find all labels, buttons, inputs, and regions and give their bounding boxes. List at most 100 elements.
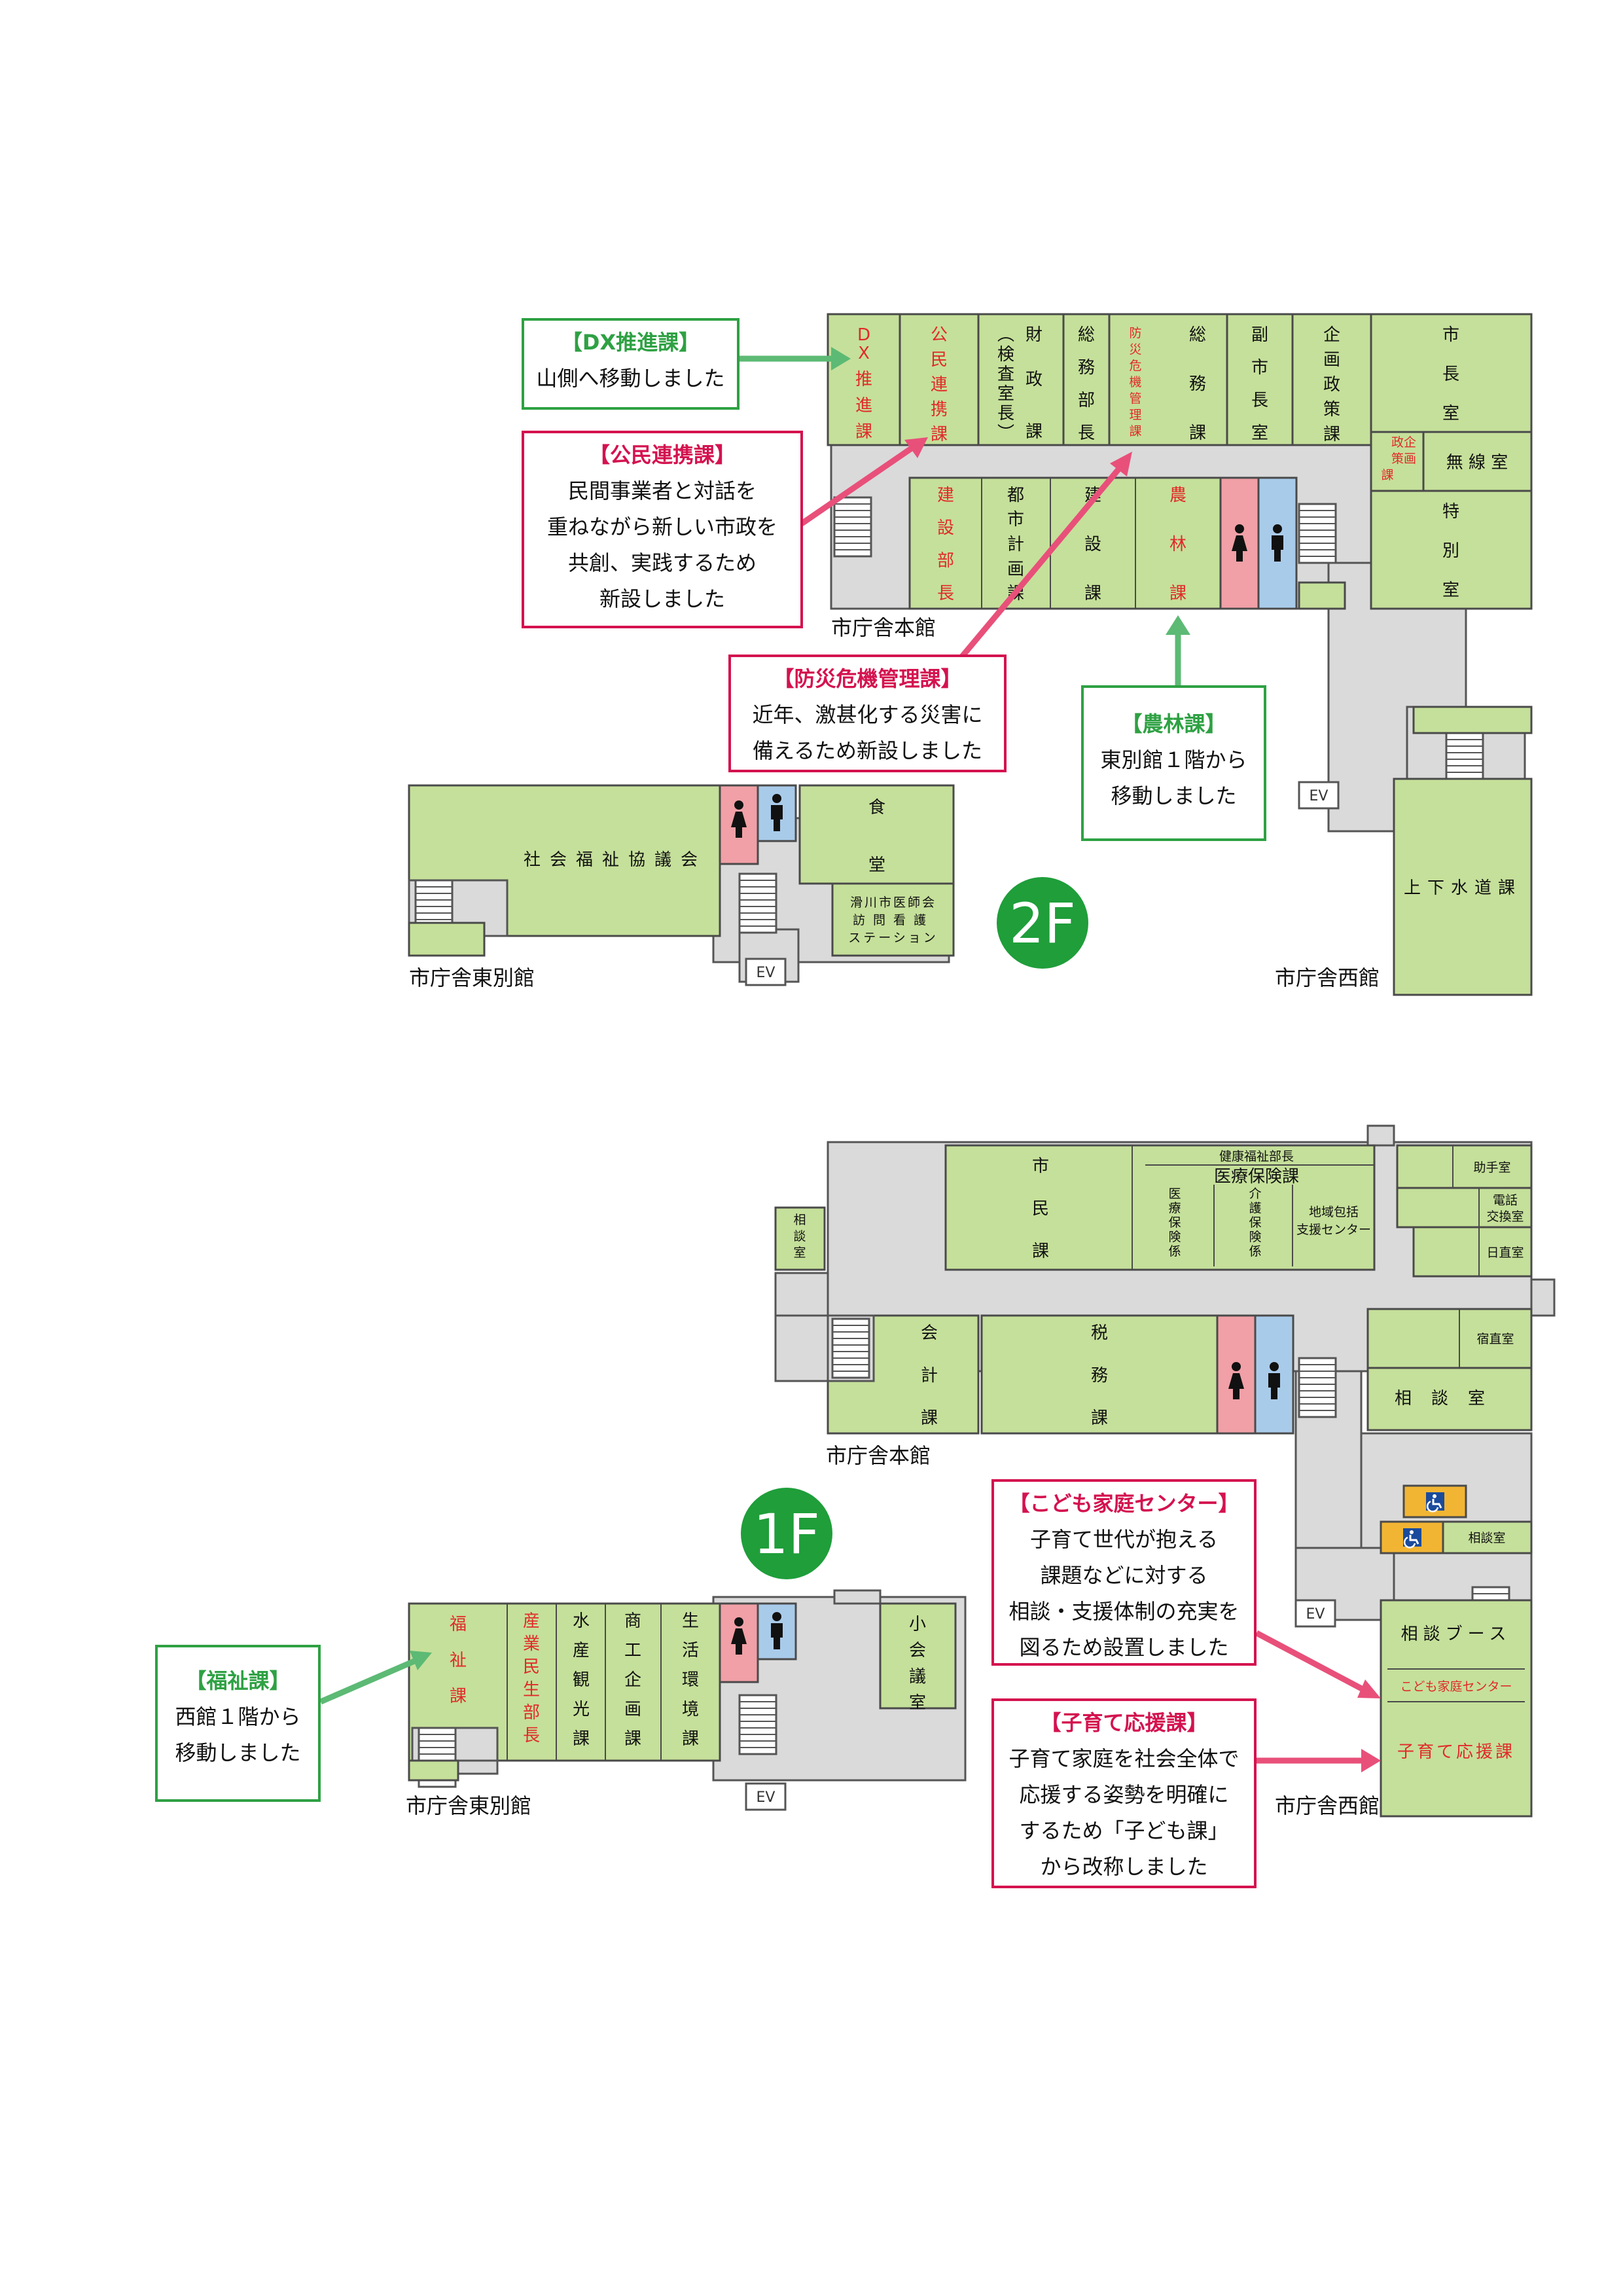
svg-text:︵: ︵ (997, 325, 1014, 345)
svg-text:林: 林 (1169, 535, 1186, 554)
svg-text:長: 長 (1442, 365, 1459, 384)
room-soudan-side (1442, 1520, 1533, 1554)
svg-text:談: 談 (793, 1229, 806, 1244)
svg-text:相談室: 相談室 (1395, 1389, 1505, 1408)
svg-text:査: 査 (997, 365, 1014, 384)
svg-text:総: 総 (1078, 325, 1095, 345)
building-east-1f: 市庁舎東別館 (406, 1793, 531, 1818)
svg-text:策: 策 (1323, 400, 1340, 420)
svg-text:副: 副 (1251, 325, 1268, 345)
svg-text:会: 会 (921, 1323, 938, 1343)
svg-text:建: 建 (937, 486, 954, 505)
svg-text:務: 務 (1091, 1366, 1108, 1386)
svg-text:危: 危 (1129, 359, 1141, 373)
stairs-icon (738, 872, 777, 934)
room-soudanbooth-kosodate (1380, 1599, 1533, 1818)
svg-text:環: 環 (682, 1670, 699, 1690)
svg-text:課: 課 (931, 425, 948, 444)
svg-text:設: 設 (937, 518, 954, 538)
svg-text:医療保険課: 医療保険課 (1214, 1167, 1299, 1187)
svg-text:進: 進 (855, 396, 872, 416)
room-soudanshitsu (1366, 1367, 1533, 1431)
svg-text:課: 課 (1032, 1242, 1049, 1261)
note-kosodate-title: 【子育て応援課】 (1040, 1710, 1208, 1735)
svg-text:民: 民 (931, 350, 948, 370)
note-kodomo: 【こども家庭センター】 子育て世代が抱える 課題などに対する 相談・支援体制の充… (991, 1479, 1257, 1666)
svg-text:室: 室 (793, 1246, 806, 1260)
svg-text:堂: 堂 (868, 855, 885, 875)
svg-text:公: 公 (931, 325, 948, 345)
svg-text:無 線 室: 無 線 室 (1446, 453, 1508, 473)
svg-text:連: 連 (931, 375, 948, 395)
svg-text:議: 議 (909, 1667, 926, 1687)
svg-text:計: 計 (921, 1366, 938, 1386)
svg-text:産: 産 (523, 1611, 540, 1631)
svg-text:室: 室 (1442, 404, 1459, 423)
svg-text:室: 室 (997, 384, 1014, 404)
svg-text:助手室: 助手室 (1473, 1160, 1510, 1175)
svg-text:課: 課 (573, 1729, 590, 1749)
svg-text:産: 産 (573, 1641, 590, 1660)
svg-text:護: 護 (1249, 1201, 1261, 1215)
svg-text:部: 部 (1078, 391, 1095, 410)
note-kosodate: 【子育て応援課】 子育て家庭を社会全体で 応援する姿勢を明確に するため「子ども… (991, 1698, 1257, 1888)
svg-text:険: 険 (1168, 1230, 1181, 1244)
svg-text:会: 会 (909, 1641, 926, 1660)
svg-text:計: 計 (1007, 535, 1024, 554)
svg-text:長: 長 (997, 404, 1014, 423)
svg-text:農: 農 (1169, 486, 1186, 505)
room-denwa (1396, 1187, 1533, 1229)
svg-text:画: 画 (624, 1700, 641, 1719)
svg-text:相: 相 (793, 1213, 806, 1227)
svg-text:部: 部 (937, 551, 954, 571)
svg-text:福: 福 (450, 1615, 467, 1634)
room-shimin-iryo (944, 1144, 1376, 1271)
arrow-icon (740, 347, 1190, 687)
note-fukushi-title: 【福祉課】 (185, 1668, 291, 1693)
room-nicchoku (1412, 1226, 1533, 1278)
svg-text:険: 険 (1249, 1230, 1261, 1244)
ev-label: EV (757, 1789, 776, 1806)
svg-text:税: 税 (1091, 1323, 1108, 1343)
svg-text:こども家庭センター: こども家庭センター (1400, 1679, 1512, 1694)
svg-text:策画: 策画 (1391, 452, 1416, 466)
room-labels-2f: D X 推 進 課 公 民 連 携 課 財 政 課 ︵ 検 査 室 長 ︶ 総 … (524, 325, 1522, 945)
svg-text:電話: 電話 (1493, 1193, 1518, 1208)
svg-text:室: 室 (909, 1693, 926, 1713)
room-east-small-2f (408, 922, 486, 957)
svg-text:政: 政 (1026, 370, 1043, 389)
svg-text:課: 課 (1129, 424, 1141, 439)
svg-text:社会福祉協議会: 社会福祉協議会 (524, 850, 707, 870)
room-shokaigi (879, 1602, 957, 1710)
arrow-icon (319, 1630, 1381, 1772)
corridor-ext3-1f (1530, 1278, 1556, 1317)
svg-text:理: 理 (1129, 408, 1141, 422)
ev-label: EV (1306, 1606, 1325, 1623)
svg-text:︶: ︶ (997, 423, 1014, 443)
svg-text:健康福祉部長: 健康福祉部長 (1219, 1149, 1294, 1164)
ev-east-2f (745, 958, 787, 986)
svg-text:上下水道課: 上下水道課 (1404, 878, 1522, 898)
svg-text:市: 市 (1007, 510, 1024, 529)
svg-text:特: 特 (1442, 502, 1459, 522)
svg-text:光: 光 (573, 1700, 590, 1719)
floor-badge-2f-label: 2F (1009, 891, 1076, 956)
svg-text:観: 観 (573, 1670, 590, 1690)
note-kodomo-title: 【こども家庭センター】 (1008, 1491, 1240, 1516)
svg-text:長: 長 (937, 584, 954, 603)
note-dx: 【DX推進課】 山側へ移動しました (522, 318, 740, 410)
svg-text:携: 携 (931, 400, 948, 420)
ev-west-1f (1294, 1599, 1336, 1628)
room-soudan-small (774, 1206, 826, 1271)
building-west-1f: 市庁舎西館 (1275, 1793, 1380, 1818)
corridor-ext2-1f (774, 1314, 829, 1382)
corridor-east-stub-1f (833, 1589, 882, 1605)
floor-badge-2f (997, 877, 1088, 969)
svg-text:検: 検 (997, 345, 1014, 365)
svg-text:地域包括: 地域包括 (1309, 1205, 1359, 1219)
svg-text:課: 課 (1323, 425, 1340, 444)
note-koumin-body: 民間事業者と対話を 重ねながら新しい市政を 共創、実践するため 新設しました (546, 478, 777, 611)
svg-text:務: 務 (1189, 374, 1206, 394)
room-kensetsu-block (908, 476, 1222, 610)
svg-text:食: 食 (868, 798, 885, 817)
